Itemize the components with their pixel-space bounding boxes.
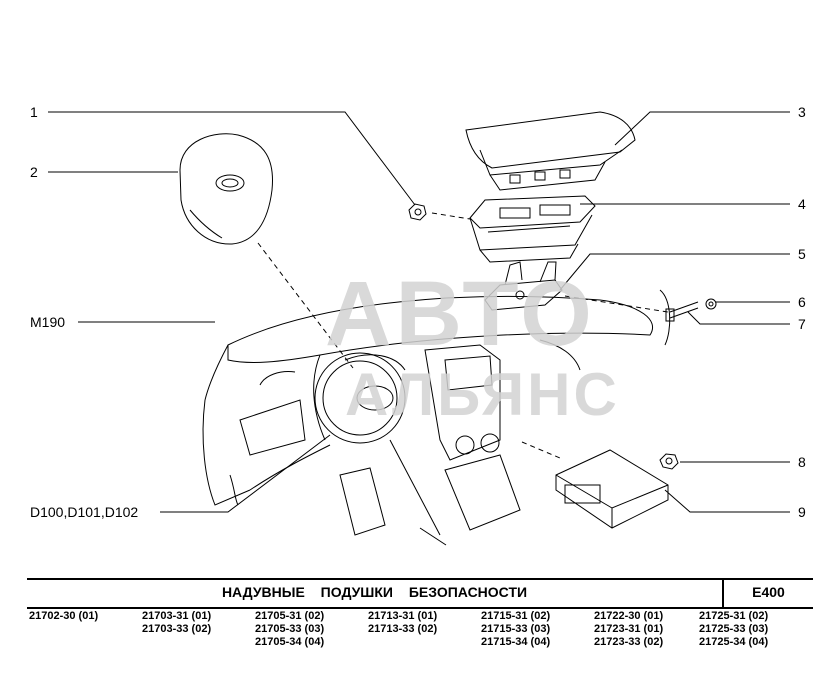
model-code: 21705-31 (02) xyxy=(255,610,325,622)
leader-7 xyxy=(687,311,790,325)
model-code: 21722-30 (01) xyxy=(594,610,664,622)
callout-8: 8 xyxy=(798,454,806,470)
parts-drawing xyxy=(48,111,790,546)
nut-part-6 xyxy=(705,298,717,310)
nut-part-8 xyxy=(659,453,679,470)
callout-4: 4 xyxy=(798,196,806,212)
callout-2: 2 xyxy=(30,164,38,180)
bolt-part-7 xyxy=(659,289,699,346)
dashed-line-1 xyxy=(431,212,471,220)
model-code: 21703-33 (02) xyxy=(142,623,212,635)
bracket-part-5 xyxy=(484,261,563,311)
passenger-airbag-cover xyxy=(465,111,636,191)
title-block: НАДУВНЫЕ ПОДУШКИ БЕЗОПАСНОСТИ E400 xyxy=(27,578,813,609)
watermark-line-2: АЛЬЯНС xyxy=(345,361,620,428)
callout-m190: M190 xyxy=(30,314,66,330)
model-code: 21723-33 (02) xyxy=(594,636,664,648)
model-code: 21725-31 (02) xyxy=(699,610,769,622)
callout-5: 5 xyxy=(798,246,806,262)
leader-d100 xyxy=(160,434,331,513)
dashboard xyxy=(202,295,653,546)
model-column-7: 21725-31 (02) 21725-33 (03) 21725-34 (04… xyxy=(699,610,768,649)
control-unit-part-9 xyxy=(555,449,669,529)
model-code: 21723-31 (01) xyxy=(594,623,664,635)
model-code: 21703-31 (01) xyxy=(142,610,212,622)
callout-3: 3 xyxy=(798,104,806,120)
model-code: 21715-34 (04) xyxy=(481,636,551,648)
leader-5 xyxy=(559,253,790,291)
callout-6: 6 xyxy=(798,294,806,310)
section-code: E400 xyxy=(752,584,785,600)
model-code: 21725-34 (04) xyxy=(699,636,769,648)
model-list: 21702-30 (01) 21703-31 (01) 21703-33 (02… xyxy=(29,610,809,670)
model-column-4: 21713-31 (01) 21713-33 (02) xyxy=(368,610,437,636)
steering-airbag-cover xyxy=(179,133,274,245)
leader-3 xyxy=(614,111,790,146)
model-code: 21705-34 (04) xyxy=(255,636,325,648)
model-code: 21715-31 (02) xyxy=(481,610,551,622)
dashed-line-4 xyxy=(521,441,561,459)
model-column-3: 21705-31 (02) 21705-33 (03) 21705-34 (04… xyxy=(255,610,324,649)
model-column-6: 21722-30 (01) 21723-31 (01) 21723-33 (02… xyxy=(594,610,663,649)
callout-1: 1 xyxy=(30,104,38,120)
page-title: НАДУВНЫЕ ПОДУШКИ БЕЗОПАСНОСТИ xyxy=(221,584,528,600)
model-column-5: 21715-31 (02) 21715-33 (03) 21715-34 (04… xyxy=(481,610,550,649)
callout-7: 7 xyxy=(798,316,806,332)
title-divider xyxy=(722,580,724,607)
model-code: 21713-33 (02) xyxy=(368,623,438,635)
dashed-line-2 xyxy=(257,242,354,369)
model-column-2: 21703-31 (01) 21703-33 (02) xyxy=(142,610,211,636)
callout-9: 9 xyxy=(798,504,806,520)
model-code: 21702-30 (01) xyxy=(29,610,99,622)
watermark-line-1: АВТО xyxy=(325,263,596,365)
model-code: 21705-33 (03) xyxy=(255,623,325,635)
nut-part-1 xyxy=(408,203,427,221)
airbag-module xyxy=(469,195,596,263)
leader-9 xyxy=(664,489,790,513)
leader-1 xyxy=(48,111,416,206)
model-column-1: 21702-30 (01) xyxy=(29,610,98,623)
model-code: 21713-31 (01) xyxy=(368,610,438,622)
model-code: 21715-33 (03) xyxy=(481,623,551,635)
model-code: 21725-33 (03) xyxy=(699,623,769,635)
callout-d100-d101-d102: D100,D101,D102 xyxy=(30,504,139,520)
